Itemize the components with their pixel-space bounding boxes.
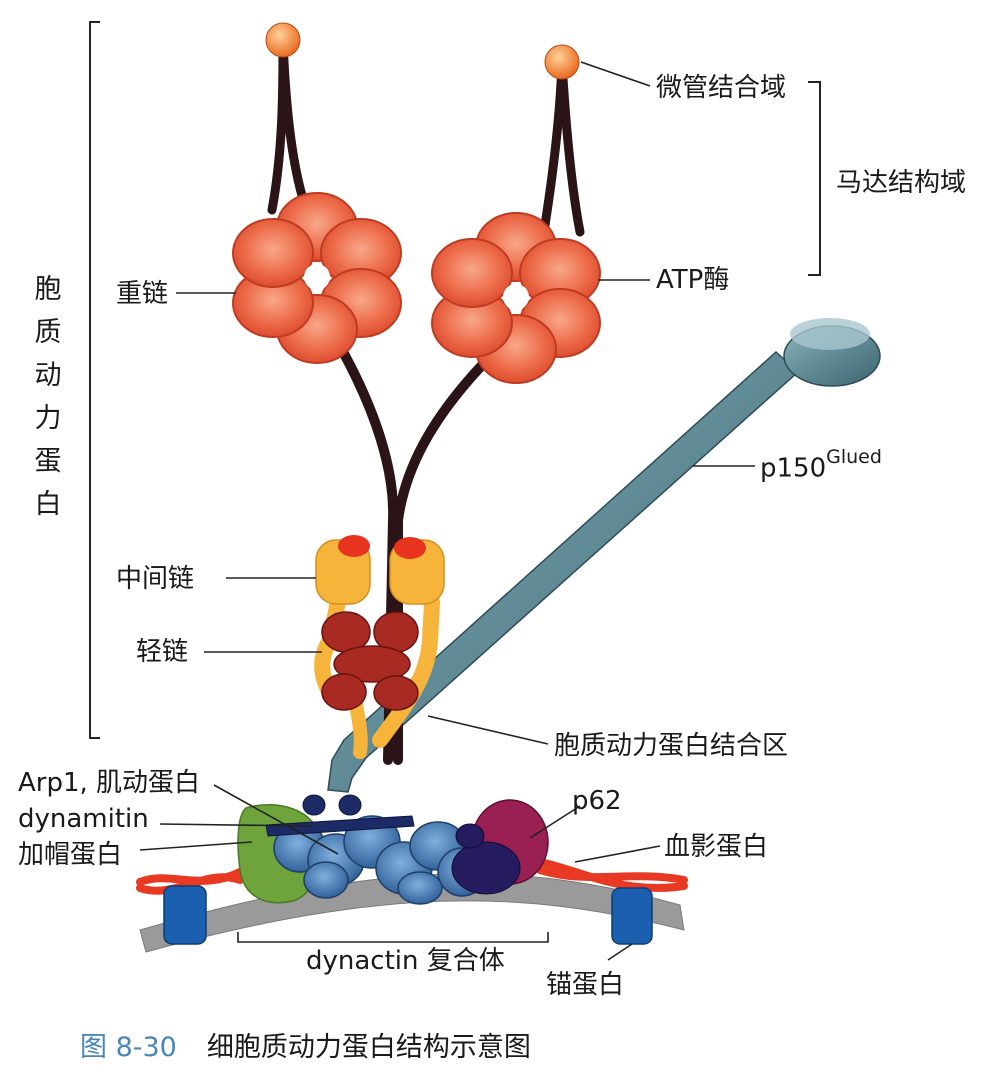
dynactin-label: dynactin 复合体 — [306, 946, 505, 976]
capping-protein-label: 加帽蛋白 — [18, 840, 123, 870]
arp1-label: Arp1, 肌动蛋白 — [18, 768, 201, 798]
pointed-end-complex — [451, 823, 521, 895]
dynamitin-subunits — [265, 794, 415, 837]
ankyrin-left — [163, 885, 207, 945]
figure-title: 细胞质动力蛋白结构示意图 — [206, 1032, 531, 1063]
dynactin-range — [237, 932, 549, 943]
spectrin-label: 血影蛋白 — [664, 832, 769, 862]
spectrin-filaments — [136, 858, 688, 895]
intermediate-chain-label: 中间链 — [116, 564, 195, 594]
motor-ring-right — [431, 212, 601, 384]
dynein-bracket — [89, 21, 100, 739]
p150-glued-subunit — [327, 318, 881, 793]
glued-superscript: Glued — [826, 446, 882, 468]
heavy-chain-label: 重链 — [116, 279, 169, 309]
ankyrin-right — [611, 887, 653, 945]
light-chains — [321, 611, 419, 711]
p150-glued-label: p150Glued — [760, 448, 882, 484]
p150-text: p150 — [760, 453, 827, 484]
atpase-label: ATP酶 — [656, 265, 730, 295]
motor-domain-bracket — [808, 81, 821, 276]
ankyrin-label: 锚蛋白 — [546, 970, 625, 1000]
leader-lines — [139, 61, 755, 961]
dynein-binding-region-label: 胞质动力蛋白结合区 — [554, 731, 789, 761]
motor-ring-left — [232, 192, 402, 364]
figure-number: 图 8-30 — [80, 1032, 177, 1063]
light-chain-label: 轻链 — [136, 637, 189, 667]
mt-binding-head-left — [265, 22, 301, 58]
p62-label: p62 — [572, 786, 622, 816]
mt-binding-head-right — [544, 44, 580, 80]
dynamitin-label: dynamitin — [18, 804, 149, 834]
dynein-label: 胞质动力蛋白 — [34, 274, 62, 520]
motor-domain-label: 马达结构域 — [836, 168, 967, 198]
mt-binding-domain-label: 微管结合域 — [656, 73, 787, 103]
figure-caption: 图 8-30 细胞质动力蛋白结构示意图 — [80, 1034, 531, 1061]
